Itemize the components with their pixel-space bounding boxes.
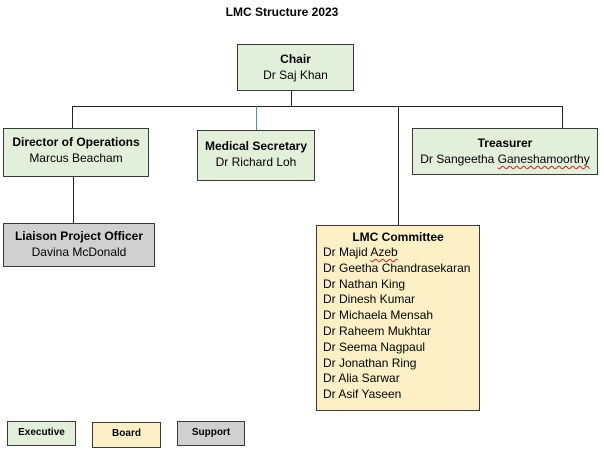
director-role: Director of Operations — [12, 135, 140, 149]
medical-secretary-box: Medical Secretary Dr Richard Loh — [197, 130, 315, 181]
legend-board: Board — [92, 422, 161, 448]
connector-chair-down — [291, 91, 292, 106]
committee-member: Dr Dinesh Kumar — [323, 292, 416, 307]
committee-member: Dr Jonathan Ring — [323, 355, 417, 370]
committee-member-list: Dr Majid Azeb Dr Geetha Chandrasekaran D… — [323, 245, 479, 403]
chair-role: Chair — [280, 52, 311, 66]
committee-member: Dr Alia Sarwar — [323, 371, 400, 386]
liaison-project-officer-box: Liaison Project Officer Davina McDonald — [3, 223, 155, 267]
medical-secretary-role: Medical Secretary — [204, 139, 308, 153]
connector-to-committee — [398, 106, 399, 225]
lmc-committee-box: LMC Committee Dr Majid Azeb Dr Geetha Ch… — [316, 225, 480, 411]
treasurer-name: Dr Sangeetha Ganeshamoorthy — [420, 152, 590, 166]
director-name: Marcus Beacham — [29, 151, 123, 165]
committee-member: Dr Majid Azeb — [323, 245, 398, 259]
committee-member: Dr Nathan King — [323, 276, 406, 291]
committee-member: Dr Michaela Mensah — [323, 308, 434, 323]
committee-role: LMC Committee — [352, 230, 444, 244]
committee-member: Dr Seema Nagpaul — [323, 339, 426, 354]
connector-director-to-liaison — [73, 177, 74, 223]
treasurer-box: Treasurer Dr Sangeetha Ganeshamoorthy — [412, 128, 598, 175]
committee-member-surname-spellcheck: Azeb — [370, 245, 398, 259]
committee-member: Dr Geetha Chandrasekaran — [323, 260, 471, 275]
committee-member: Dr Raheem Mukhtar — [323, 323, 432, 338]
medical-secretary-name: Dr Richard Loh — [215, 155, 297, 169]
treasurer-role: Treasurer — [477, 136, 533, 150]
connector-to-director — [72, 106, 73, 128]
liaison-name: Davina McDonald — [31, 245, 127, 259]
connector-to-medical-secretary — [256, 106, 257, 130]
chair-name: Dr Saj Khan — [263, 68, 328, 82]
liaison-role: Liaison Project Officer — [14, 229, 144, 243]
connector-horizontal-bar — [72, 106, 563, 107]
director-of-operations-box: Director of Operations Marcus Beacham — [3, 128, 149, 177]
legend-support: Support — [177, 421, 245, 446]
connector-to-treasurer — [562, 106, 563, 128]
treasurer-surname-spellcheck: Ganeshamoorthy — [497, 152, 590, 166]
legend-executive: Executive — [7, 421, 76, 446]
chair-box: Chair Dr Saj Khan — [237, 44, 354, 91]
chart-title: LMC Structure 2023 — [225, 5, 339, 19]
committee-member: Dr Asif Yaseen — [323, 387, 402, 402]
